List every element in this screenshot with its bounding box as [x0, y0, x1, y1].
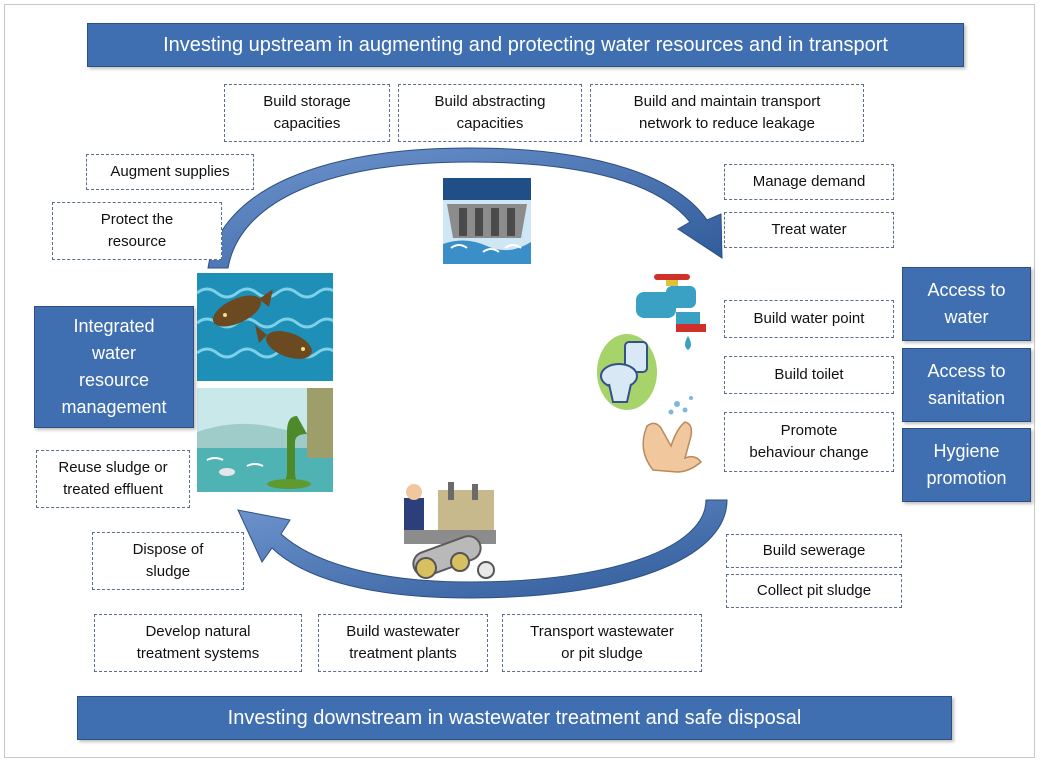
build-transport-box: Build and maintain transport network to … — [590, 84, 864, 142]
collect-pit-sludge-box: Collect pit sludge — [726, 574, 902, 608]
dam-clipart — [443, 178, 531, 264]
manage-demand-box: Manage demand — [724, 164, 894, 200]
tap-clipart — [636, 274, 706, 350]
iwrm-box: Integrated water resource management — [34, 306, 194, 428]
upper-cycle-arrow — [207, 147, 723, 269]
treatment-plant-clipart — [404, 482, 496, 579]
build-water-point-box: Build water point — [724, 300, 894, 338]
augment-supplies-box: Augment supplies — [86, 154, 254, 190]
toilet-clipart — [597, 334, 657, 410]
lower-cycle-arrow — [237, 499, 728, 599]
build-wastewater-plants-box: Build wastewater treatment plants — [318, 614, 488, 672]
build-sewerage-box: Build sewerage — [726, 534, 902, 568]
promote-behaviour-box: Promote behaviour change — [724, 412, 894, 472]
dispose-sludge-box: Dispose of sludge — [92, 532, 244, 590]
hygiene-promotion-box: Hygiene promotion — [902, 428, 1031, 502]
pollution-clipart — [197, 388, 333, 492]
protect-resource-box: Protect the resource — [52, 202, 222, 260]
access-sanitation-box: Access to sanitation — [902, 348, 1031, 422]
downstream-banner: Investing downstream in wastewater treat… — [77, 696, 952, 740]
transport-wastewater-box: Transport wastewater or pit sludge — [502, 614, 702, 672]
diagram-frame — [4, 4, 1035, 758]
upstream-banner: Investing upstream in augmenting and pro… — [87, 23, 964, 67]
fish-clipart — [197, 273, 333, 381]
build-toilet-box: Build toilet — [724, 356, 894, 394]
build-storage-box: Build storage capacities — [224, 84, 390, 142]
handwashing-clipart — [642, 396, 703, 473]
develop-natural-box: Develop natural treatment systems — [94, 614, 302, 672]
build-abstracting-box: Build abstracting capacities — [398, 84, 582, 142]
treat-water-box: Treat water — [724, 212, 894, 248]
access-water-box: Access to water — [902, 267, 1031, 341]
reuse-sludge-box: Reuse sludge or treated effluent — [36, 450, 190, 508]
